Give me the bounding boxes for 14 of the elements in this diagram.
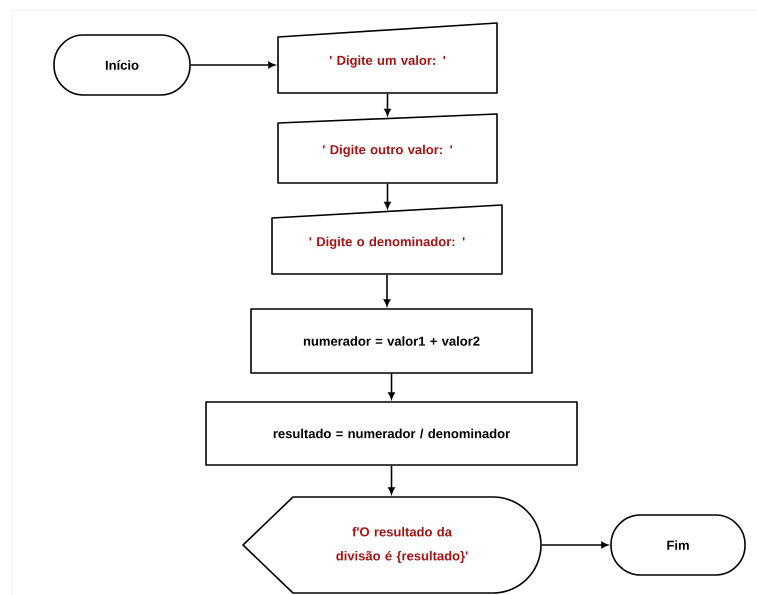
input-box: ' Digite outro valor: ' — [277, 113, 498, 184]
terminal-box: Início — [53, 34, 191, 96]
input-box: ' Digite o denominador: ' — [271, 204, 503, 275]
arrow — [542, 542, 608, 548]
arrow — [190, 62, 276, 68]
arrow — [384, 94, 391, 116]
terminal-box: Fim — [610, 514, 746, 576]
process-box: numerador = valor1 + valor2 — [250, 308, 533, 374]
input-box: ' Digite um valor: ' — [277, 22, 498, 94]
arrow — [388, 466, 395, 494]
arrow — [388, 374, 395, 400]
process-box: resultado = numerador / denominador — [205, 401, 578, 466]
arrow — [384, 184, 391, 209]
arrow — [384, 274, 390, 306]
